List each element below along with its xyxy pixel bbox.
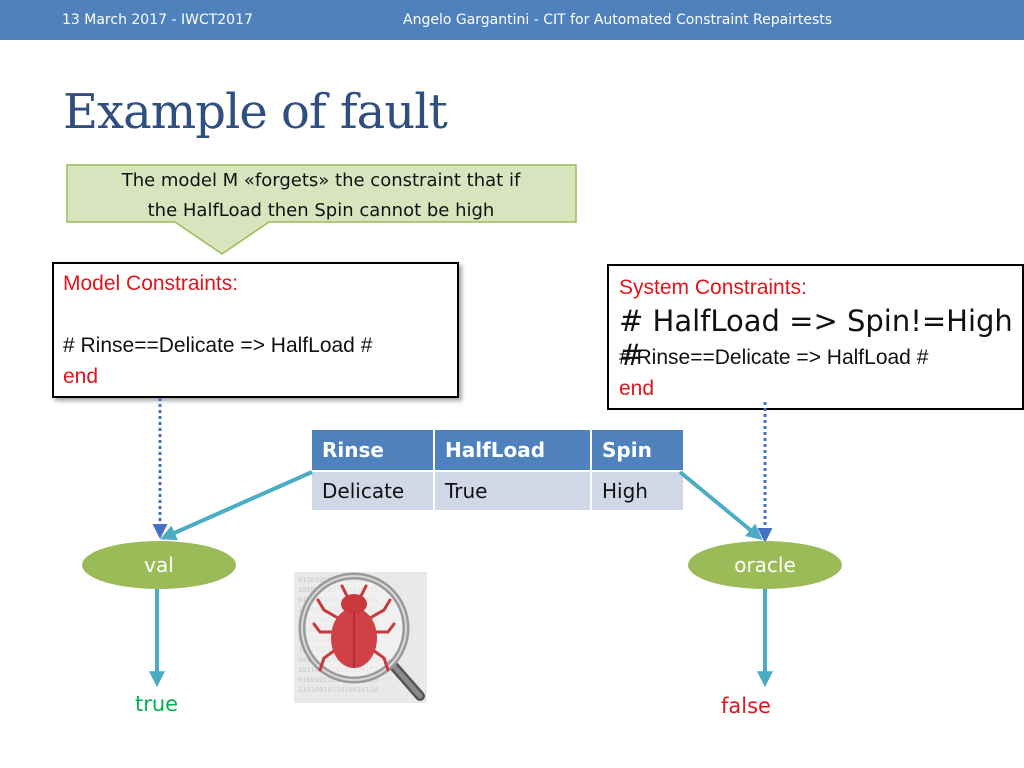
callout-line-2: the HalfLoad then Spin cannot be high: [147, 200, 495, 221]
table-cell-rinse: Delicate: [312, 471, 435, 510]
slide-title: Example of fault: [63, 84, 448, 140]
arrow-table-to-oracle: [678, 470, 763, 541]
system-constraints-header: System Constraints:: [619, 276, 807, 299]
table-header-halfload: HalfLoad: [434, 430, 592, 472]
model-constraint-line: # Rinse==Delicate => HalfLoad #: [63, 334, 373, 357]
val-node: [82, 541, 236, 589]
system-constraint-line: # Rinse==Delicate => HalfLoad #: [619, 346, 929, 369]
system-constraints-box: System Constraints: # HalfLoad => Spin!=…: [607, 264, 1024, 410]
bug-magnifier-icon: 0110100101100101011 1010011001011010011 …: [294, 572, 427, 703]
model-constraints-box: Model Constraints: # Rinse==Delicate => …: [52, 262, 459, 398]
svg-text:1101001011010010110: 1101001011010010110: [298, 686, 378, 694]
table-cell-spin: High: [591, 471, 685, 510]
table-header-rinse: Rinse: [312, 430, 435, 472]
arrow-table-to-val: [160, 470, 313, 541]
model-constraints-header: Model Constraints:: [63, 272, 239, 295]
system-constraint-highlight: # HalfLoad => Spin!=High #: [619, 304, 1013, 372]
table-row: Delicate True High: [312, 471, 685, 510]
table-header-row: Rinse HalfLoad Spin: [312, 430, 685, 472]
header-author: Angelo Gargantini - CIT for Automated Co…: [403, 12, 833, 28]
callout-line-1: The model M «forgets» the constraint tha…: [121, 170, 521, 191]
oracle-label: oracle: [734, 553, 796, 577]
table-cell-halfload: True: [434, 471, 592, 510]
val-label: val: [144, 553, 174, 577]
table-header-spin: Spin: [591, 430, 685, 472]
oracle-result-false: false: [721, 694, 771, 718]
callout-text: The model M «forgets» the constraint tha…: [67, 166, 575, 226]
val-result-true: true: [135, 692, 179, 716]
system-constraints-end: end: [619, 377, 655, 400]
test-case-table: Rinse HalfLoad Spin Delicate True High: [312, 430, 685, 510]
header-date: 13 March 2017 - IWCT2017: [62, 12, 253, 28]
model-constraints-end: end: [63, 365, 99, 388]
oracle-node: [688, 541, 842, 589]
slide-header-bar: 13 March 2017 - IWCT2017 Angelo Garganti…: [0, 0, 1024, 40]
